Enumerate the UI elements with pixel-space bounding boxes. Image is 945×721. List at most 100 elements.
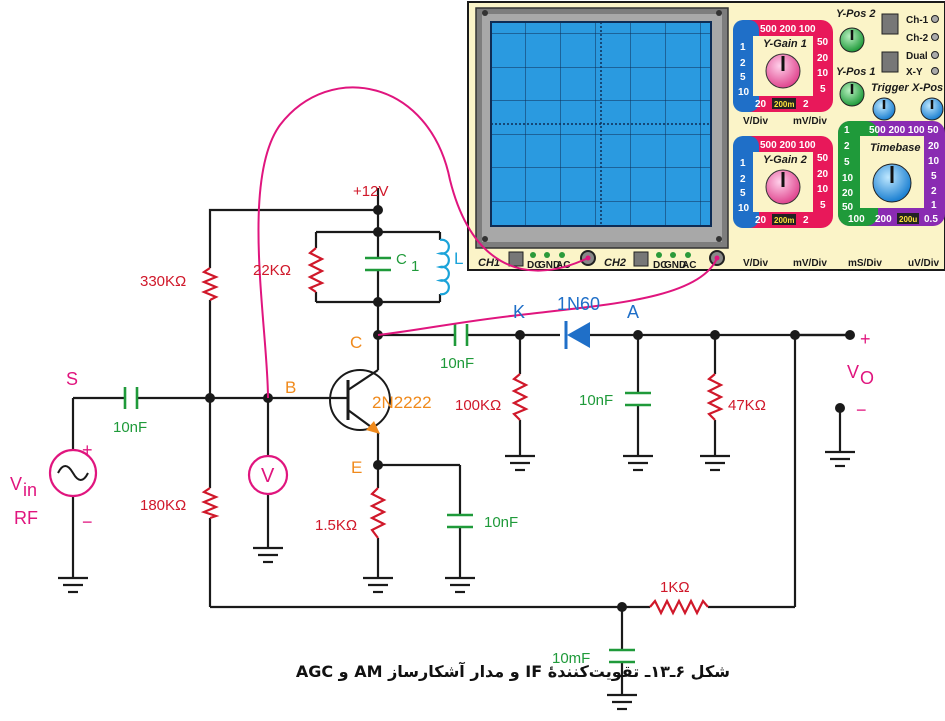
probe-wires bbox=[257, 86, 718, 399]
ygain2-title: Y-Gain 2 bbox=[763, 154, 807, 166]
node-c-label: C bbox=[350, 333, 362, 352]
ygain2-left-2: 2 bbox=[740, 174, 746, 185]
diode-1n60 bbox=[564, 321, 590, 349]
ygain2-bottom-left: 20 bbox=[755, 215, 767, 226]
ch1-dc: DC bbox=[527, 260, 541, 271]
timebase-right-5: 1 bbox=[931, 200, 937, 211]
output-v-label: V bbox=[847, 362, 859, 382]
ch2-label: CH2 bbox=[604, 257, 626, 269]
oscilloscope: CH1 DC GND AC CH2 DC GND AC 50 bbox=[467, 1, 945, 271]
channel-inputs: CH1 DC GND AC CH2 DC GND AC bbox=[478, 250, 725, 271]
ygain1-dial: 500 200 100 Y-Gain 1 1 2 5 10 50 20 10 5… bbox=[733, 20, 833, 127]
timebase-left-6: 50 bbox=[842, 202, 854, 213]
mode-ch2-led bbox=[931, 33, 939, 41]
ygain1-unit-right: mV/Div bbox=[793, 116, 827, 127]
source-v-sub: in bbox=[23, 480, 37, 500]
mode-dual-led bbox=[931, 51, 939, 59]
ygain1-left-3: 5 bbox=[740, 72, 746, 83]
node-b-label: B bbox=[285, 378, 296, 397]
source-plus: + bbox=[82, 440, 93, 460]
ch2-switch[interactable] bbox=[633, 251, 649, 267]
screw-icon bbox=[716, 236, 722, 242]
resistor-180k bbox=[200, 487, 220, 520]
mode-ch2: Ch-2 bbox=[906, 33, 929, 44]
ygain2-right-4: 5 bbox=[820, 200, 826, 211]
ground-icon bbox=[623, 454, 653, 472]
timebase-left-1: 1 bbox=[844, 125, 850, 136]
label-c1-sub: 1 bbox=[411, 258, 419, 275]
timebase-left-5: 20 bbox=[842, 188, 854, 199]
resistors bbox=[200, 247, 724, 616]
timebase-title: Timebase bbox=[870, 142, 921, 154]
label-1k: 1KΩ bbox=[660, 579, 690, 596]
label-transistor: 2N2222 bbox=[372, 393, 432, 412]
mode-dual: Dual bbox=[906, 51, 928, 62]
capacitor-coupling bbox=[453, 324, 469, 346]
timebase-right-1: 20 bbox=[928, 141, 940, 152]
ground-icon bbox=[253, 546, 283, 564]
timebase-left-4: 10 bbox=[842, 173, 854, 184]
ygain1-left-2: 2 bbox=[740, 58, 746, 69]
supply-label: +12V bbox=[353, 183, 388, 200]
ac-source bbox=[48, 448, 98, 498]
xpos-label: X-Pos bbox=[911, 82, 943, 94]
source-v-label: V bbox=[10, 474, 22, 494]
inductor-coil bbox=[435, 238, 450, 296]
node-a-label: A bbox=[627, 302, 639, 322]
junction-dots bbox=[205, 205, 855, 612]
capacitor-input bbox=[123, 387, 139, 409]
timebase-right-4: 2 bbox=[931, 186, 937, 197]
transistor-2n2222 bbox=[329, 369, 391, 434]
ch1-ch2-switch[interactable] bbox=[881, 13, 899, 35]
resistor-22k bbox=[307, 247, 325, 293]
ygain1-bottom-left: 20 bbox=[755, 99, 767, 110]
ygain1-left-4: 10 bbox=[738, 87, 750, 98]
voltmeter-label: V bbox=[261, 465, 275, 487]
ygain1-badge: 200m bbox=[774, 100, 794, 109]
diode-label: 1N60 bbox=[557, 294, 600, 314]
ygain1-right-4: 5 bbox=[820, 84, 826, 95]
ch1-label: CH1 bbox=[478, 257, 500, 269]
label-c-coupling: 10nF bbox=[440, 355, 474, 372]
ygain1-right-3: 10 bbox=[817, 68, 829, 79]
ground-icon bbox=[363, 576, 393, 594]
timebase-bottom-mid: 200 bbox=[875, 214, 892, 225]
label-inductor: L bbox=[454, 249, 463, 268]
label-180k: 180KΩ bbox=[140, 497, 186, 514]
timebase-unit-right: uV/Div bbox=[908, 258, 940, 269]
timebase-bottom-left: 100 bbox=[848, 214, 865, 225]
ch1-switch[interactable] bbox=[508, 251, 524, 267]
ygain1-top-scale: 500 200 100 bbox=[760, 24, 816, 35]
capacitor-agc bbox=[609, 648, 635, 664]
ygain2-left-4: 10 bbox=[738, 203, 750, 214]
mode-ch1: Ch-1 bbox=[906, 15, 929, 26]
ch2-ac: AC bbox=[682, 260, 696, 271]
ygain2-right-2: 20 bbox=[817, 169, 829, 180]
label-47k: 47KΩ bbox=[728, 397, 766, 414]
ygain1-bottom-right: 2 bbox=[803, 99, 809, 110]
ground-icon bbox=[445, 576, 475, 594]
label-100k: 100KΩ bbox=[455, 397, 501, 414]
timebase-left-3: 5 bbox=[844, 157, 850, 168]
mode-xy: X-Y bbox=[906, 67, 923, 78]
screw-icon bbox=[482, 10, 488, 16]
label-330k: 330KΩ bbox=[140, 273, 186, 290]
ground-icon bbox=[58, 576, 88, 594]
mode-xy-led bbox=[931, 67, 939, 75]
ygain2-right-1: 50 bbox=[817, 153, 829, 164]
timebase-right-2: 10 bbox=[928, 156, 940, 167]
ground-icon bbox=[825, 450, 855, 468]
node-s-label: S bbox=[66, 369, 78, 389]
timebase-dial: 500 200 100 50 Timebase 1 2 5 10 20 50 2… bbox=[838, 121, 945, 269]
mode-ch1-led bbox=[931, 15, 939, 23]
dual-xy-switch[interactable] bbox=[881, 51, 899, 73]
ground-icon bbox=[505, 454, 535, 472]
output-v-sub: O bbox=[860, 368, 874, 388]
timebase-left-2: 2 bbox=[844, 141, 850, 152]
label-c1: C bbox=[396, 251, 407, 268]
node-e-label: E bbox=[351, 458, 362, 477]
ygain2-dial: 500 200 100 Y-Gain 2 1 2 5 10 50 20 10 5… bbox=[733, 136, 833, 269]
output-minus: − bbox=[856, 400, 867, 420]
label-22k: 22KΩ bbox=[253, 262, 291, 279]
capacitor-filter bbox=[625, 391, 651, 407]
